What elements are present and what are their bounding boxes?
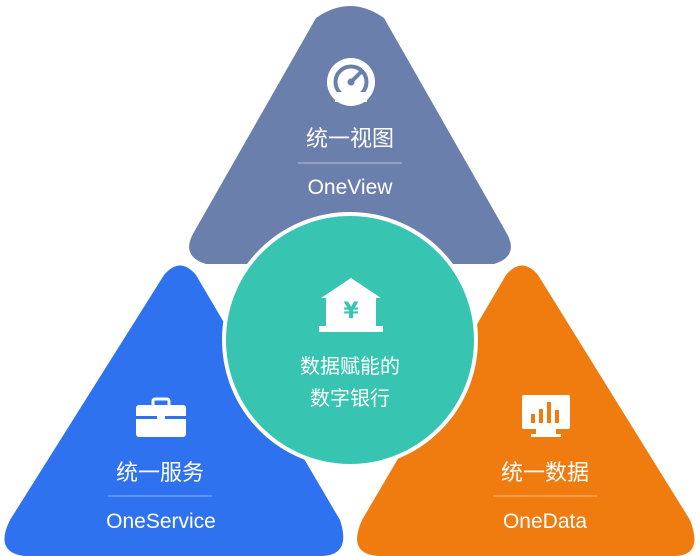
bank-icon: ¥ [319,278,383,332]
briefcase-icon [136,397,186,437]
onedata-title-zh: 统一数据 [501,461,589,486]
oneview-title-zh: 统一视图 [306,127,394,152]
center-hub: ¥ 数据赋能的 数字银行 [222,212,478,468]
oneservice-title-en: OneService [106,510,216,533]
center-line-1: 数据赋能的 [300,354,400,378]
gauge-icon [327,58,375,106]
bar-chart-icon [522,395,570,437]
oneview-title-en: OneView [308,176,394,199]
oneservice-title-zh: 统一服务 [116,461,204,486]
onedata-title-en: OneData [503,510,587,533]
center-line-2: 数字银行 [310,386,390,410]
center-circle [222,212,478,468]
onedata-segment: 统一数据 OneData [357,265,695,556]
oneview-triangle [189,6,511,264]
yuan-symbol: ¥ [343,299,359,324]
oneview-segment: 统一视图 OneView [189,6,511,264]
oneservice-segment: 统一服务 OneService [4,265,344,556]
